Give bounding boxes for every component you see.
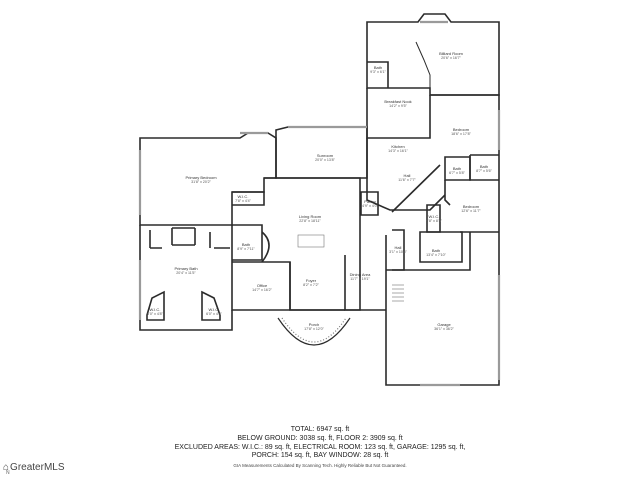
summary-excluded-2: PORCH: 154 sq. ft, BAY WINDOW: 28 sq. ft [251, 452, 389, 459]
summary-excluded-1: EXCLUDED AREAS: W.I.C.: 89 sq. ft, ELECT… [174, 444, 466, 451]
room-label-wic-4: W.I.C.6'0" x 4'8" [206, 307, 222, 316]
wall-dining [344, 255, 386, 311]
wall-garage [386, 232, 471, 271]
summary-total: TOTAL: 6947 sq. ft [290, 426, 350, 433]
wall-bedroom-2 [385, 94, 500, 386]
wall-hall-diag [391, 164, 441, 213]
logo-text: GreaterMLS [10, 462, 65, 473]
room-label-wic-1: W.I.C.7'8" x 4'4" [235, 194, 251, 203]
wall-primary-bath-inner [149, 227, 230, 249]
wall-billiard-room [366, 13, 500, 96]
wall-wic-3 [146, 290, 165, 321]
wall-bath-hall [232, 224, 263, 261]
measurement-footnote: GIA Measurements Calculated By Scanning … [233, 463, 407, 468]
wall-stair-curve [261, 231, 270, 263]
wall-bath-lower [419, 231, 463, 263]
room-label-wic-3: W.I.C.6'0" x 4'8" [147, 307, 163, 316]
wall-breakfast [366, 88, 431, 139]
room-label-wic-2: W.I.C.4'8" x 8'3" [426, 214, 442, 223]
wall-bath-mid [444, 156, 471, 181]
summary-floors: BELOW GROUND: 3038 sq. ft, FLOOR 2: 3909… [237, 435, 403, 442]
compass-icon: N [6, 470, 10, 476]
wall-pantry [360, 191, 379, 216]
house-logo-icon: ⌂ [3, 462, 10, 473]
logo: ⌂ GreaterMLS [3, 462, 65, 473]
wall-bedroom-3 [444, 180, 499, 233]
wall-wic-1 [232, 191, 265, 206]
wall-wic-4 [201, 290, 221, 321]
wall-upper-bath [367, 61, 389, 88]
wall-foyer [289, 262, 345, 311]
wall-porch [277, 317, 351, 346]
compass-label: N [6, 470, 10, 476]
